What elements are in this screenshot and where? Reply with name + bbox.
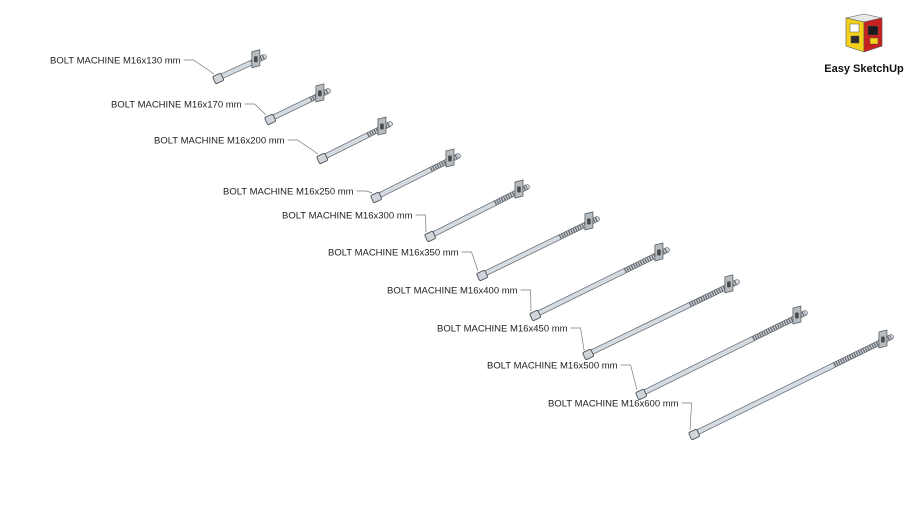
bolt-thread xyxy=(309,88,330,102)
bolt-label: BOLT MACHINE M16x600 mm xyxy=(548,398,679,409)
leader-line xyxy=(183,59,215,75)
brand-name: Easy SketchUp xyxy=(824,63,904,75)
leader-line xyxy=(244,103,267,116)
bolt-label: BOLT MACHINE M16x170 mm xyxy=(111,99,242,110)
bolt-label: BOLT MACHINE M16x130 mm xyxy=(50,55,181,66)
bolt-label: BOLT MACHINE M16x450 mm xyxy=(437,323,568,334)
bolt-label: BOLT MACHINE M16x350 mm xyxy=(328,247,459,258)
leader-line xyxy=(415,214,427,233)
bolt-shaft xyxy=(692,335,893,436)
nut xyxy=(318,90,322,97)
nut xyxy=(657,249,661,256)
bolt-head xyxy=(264,114,276,125)
nut xyxy=(795,312,799,319)
leader-line xyxy=(520,289,532,312)
bolt-head xyxy=(476,270,488,281)
bolt-label: BOLT MACHINE M16x500 mm xyxy=(487,360,618,371)
bolt-6: BOLT MACHINE M16x350 mm xyxy=(328,211,600,281)
bolt-thread xyxy=(623,247,669,274)
bolt-4: BOLT MACHINE M16x250 mm xyxy=(223,148,461,203)
bolt-head xyxy=(635,389,647,400)
bolt-head xyxy=(424,231,436,242)
brand-logo: Easy SketchUp xyxy=(824,12,904,75)
nut xyxy=(587,218,591,225)
bolt-label: BOLT MACHINE M16x200 mm xyxy=(154,135,285,146)
bolts-layer: BOLT MACHINE M16x130 mm BOLT MACHINE M16x… xyxy=(50,49,894,440)
bolt-3: BOLT MACHINE M16x200 mm xyxy=(154,116,393,164)
bolt-label: BOLT MACHINE M16x400 mm xyxy=(387,285,518,296)
sketchup-cube-icon xyxy=(845,13,883,53)
bolt-head xyxy=(316,153,328,164)
bolt-head xyxy=(370,192,382,203)
bolt-5: BOLT MACHINE M16x300 mm xyxy=(282,179,530,242)
nut xyxy=(448,155,452,162)
bolt-8: BOLT MACHINE M16x450 mm xyxy=(437,274,740,360)
bolt-7: BOLT MACHINE M16x400 mm xyxy=(387,242,670,321)
nut xyxy=(881,336,885,343)
bolt-shaft xyxy=(480,217,599,277)
leader-line xyxy=(681,402,692,431)
bolt-shaft xyxy=(533,248,669,317)
leader-line xyxy=(620,364,638,391)
bolt-thread xyxy=(558,216,599,240)
bolt-shaft xyxy=(586,280,739,356)
bolt-1: BOLT MACHINE M16x130 mm xyxy=(50,49,267,84)
leader-line xyxy=(461,251,479,272)
bolt-head xyxy=(212,73,224,84)
leader-line xyxy=(570,327,585,351)
bolt-2: BOLT MACHINE M16x170 mm xyxy=(111,83,331,125)
nut xyxy=(517,186,521,193)
nut xyxy=(254,56,258,63)
bolt-10: BOLT MACHINE M16x600 mm xyxy=(548,329,894,440)
bolt-label: BOLT MACHINE M16x250 mm xyxy=(223,186,354,197)
bolt-head xyxy=(529,310,541,321)
bolt-shaft xyxy=(428,185,529,238)
leader-line xyxy=(356,190,373,194)
bolt-head xyxy=(582,349,594,360)
bolt-label: BOLT MACHINE M16x300 mm xyxy=(282,210,413,221)
bolt-head xyxy=(688,429,700,440)
nut xyxy=(727,281,731,288)
nut xyxy=(380,123,384,130)
leader-line xyxy=(287,139,319,155)
bolt-9: BOLT MACHINE M16x500 mm xyxy=(487,305,808,400)
